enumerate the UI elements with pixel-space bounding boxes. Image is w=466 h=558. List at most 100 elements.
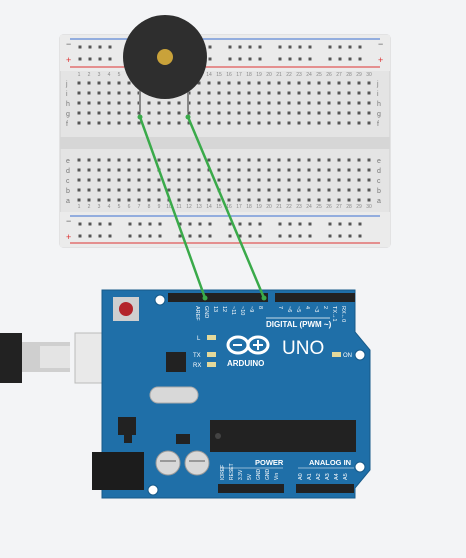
rail-hole bbox=[328, 57, 332, 61]
terminal-hole bbox=[257, 168, 261, 172]
led-tx bbox=[207, 352, 216, 357]
terminal-hole bbox=[127, 91, 131, 95]
terminal-hole bbox=[137, 121, 141, 125]
rail-hole bbox=[78, 45, 82, 49]
terminal-hole bbox=[367, 81, 371, 85]
terminal-hole bbox=[107, 101, 111, 105]
rail-hole bbox=[108, 234, 112, 238]
power-pin-label: 5V bbox=[247, 473, 253, 480]
terminal-hole bbox=[247, 158, 251, 162]
terminal-hole bbox=[87, 111, 91, 115]
rail-hole bbox=[248, 234, 252, 238]
terminal-hole bbox=[217, 111, 221, 115]
rail-hole bbox=[278, 45, 282, 49]
rail-hole bbox=[198, 222, 202, 226]
terminal-hole bbox=[327, 158, 331, 162]
terminal-hole bbox=[77, 198, 81, 202]
digital-pin-label: RX←0 bbox=[340, 306, 346, 322]
rail-hole bbox=[338, 234, 342, 238]
terminal-hole bbox=[317, 111, 321, 115]
usb-cable-plug bbox=[0, 333, 22, 383]
rail-hole bbox=[258, 57, 262, 61]
power-header[interactable] bbox=[218, 484, 284, 493]
analog-header[interactable] bbox=[296, 484, 354, 493]
row-letter: a bbox=[377, 198, 381, 205]
terminal-hole bbox=[237, 198, 241, 202]
analog-label: ANALOG IN bbox=[309, 458, 351, 467]
terminal-hole bbox=[127, 121, 131, 125]
power-jack[interactable] bbox=[92, 452, 144, 490]
terminal-hole bbox=[117, 121, 121, 125]
column-number: 28 bbox=[346, 204, 352, 210]
terminal-hole bbox=[157, 101, 161, 105]
led-rx bbox=[207, 362, 216, 367]
rail-hole bbox=[198, 234, 202, 238]
terminal-hole bbox=[337, 81, 341, 85]
rail-hole bbox=[298, 57, 302, 61]
terminal-hole bbox=[97, 158, 101, 162]
digital-pin-label: 13 bbox=[212, 306, 218, 312]
rail-hole bbox=[288, 222, 292, 226]
row-letter: h bbox=[377, 101, 381, 108]
terminal-hole bbox=[307, 81, 311, 85]
rail-hole bbox=[108, 45, 112, 49]
row-letter: b bbox=[377, 188, 381, 195]
digital-header-right[interactable] bbox=[275, 293, 355, 302]
column-number: 3 bbox=[98, 72, 101, 78]
terminal-hole bbox=[157, 158, 161, 162]
row-letter: c bbox=[66, 178, 70, 185]
wire-buzzer-to-pin8[interactable] bbox=[186, 115, 266, 300]
terminal-hole bbox=[297, 91, 301, 95]
mount-hole bbox=[354, 461, 366, 473]
terminal-hole bbox=[257, 121, 261, 125]
reset-button-cap[interactable] bbox=[119, 302, 133, 316]
center-channel bbox=[60, 137, 390, 149]
terminal-hole bbox=[337, 121, 341, 125]
terminal-hole bbox=[127, 158, 131, 162]
row-letter: j bbox=[376, 81, 379, 88]
rail-hole bbox=[298, 234, 302, 238]
terminal-hole bbox=[317, 101, 321, 105]
wire-end bbox=[261, 295, 267, 301]
rail-hole bbox=[128, 222, 132, 226]
wire-buzzer-to-gnd[interactable] bbox=[138, 115, 207, 300]
row-letter: i bbox=[66, 91, 68, 98]
column-number: 5 bbox=[118, 72, 121, 78]
terminal-hole bbox=[137, 178, 141, 182]
terminal-hole bbox=[247, 91, 251, 95]
terminal-hole bbox=[117, 168, 121, 172]
wires[interactable] bbox=[137, 114, 267, 301]
wire-end bbox=[202, 295, 208, 301]
terminal-hole bbox=[127, 81, 131, 85]
rail-hole bbox=[238, 57, 242, 61]
capacitor-right bbox=[184, 450, 210, 476]
terminal-hole bbox=[187, 198, 191, 202]
digital-header-left[interactable] bbox=[168, 293, 268, 302]
rail-hole bbox=[208, 222, 212, 226]
rail-hole bbox=[348, 45, 352, 49]
terminal-hole bbox=[157, 198, 161, 202]
analog-pin-label: A4 bbox=[334, 473, 340, 480]
digital-pin-label: AREF bbox=[194, 306, 200, 321]
terminal-hole bbox=[347, 91, 351, 95]
terminal-hole bbox=[277, 178, 281, 182]
terminal-hole bbox=[257, 81, 261, 85]
terminal-hole bbox=[287, 198, 291, 202]
small-component bbox=[176, 434, 190, 444]
piezo-buzzer[interactable] bbox=[123, 15, 207, 112]
wire-end bbox=[137, 114, 143, 120]
terminal-hole bbox=[117, 111, 121, 115]
terminal-hole bbox=[337, 158, 341, 162]
mount-hole bbox=[354, 349, 366, 361]
terminal-hole bbox=[347, 81, 351, 85]
terminal-hole bbox=[257, 101, 261, 105]
column-number: 23 bbox=[296, 72, 302, 78]
terminal-hole bbox=[197, 101, 201, 105]
terminal-hole bbox=[207, 188, 211, 192]
terminal-hole bbox=[347, 101, 351, 105]
terminal-hole bbox=[127, 178, 131, 182]
terminal-hole bbox=[77, 121, 81, 125]
